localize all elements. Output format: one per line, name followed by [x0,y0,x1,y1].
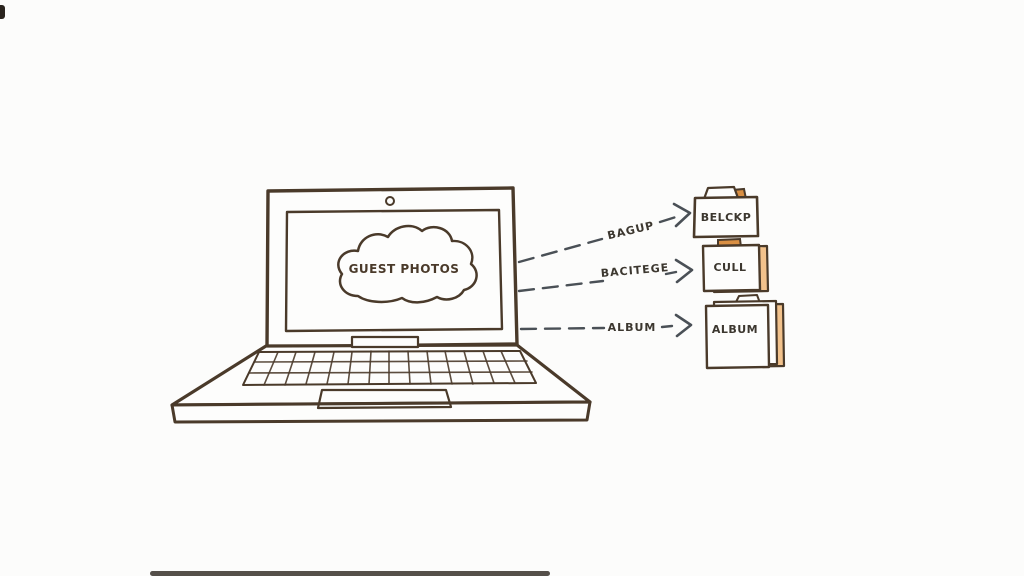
arrow-1-head-icon [672,202,692,228]
cloud-icon [337,224,478,304]
laptop-trackpad [316,388,453,410]
laptop-sketch: GUEST PHOTOS [170,186,592,424]
folder-backup-label: BELCKP [701,211,752,224]
arrow-2-line-end [664,270,678,276]
arrow-1-line [517,237,604,264]
arrow-flow-3: ALBUM [519,313,693,338]
arrow-3-line [519,326,606,331]
scan-artifact-bottom [150,571,550,576]
laptop-keyboard [242,350,537,386]
arrow-3-head-icon [674,313,693,338]
laptop-front-edge [170,400,592,424]
arrow-flow-1: BAGUP [517,202,692,264]
folder-cull: CULL [701,237,770,294]
arrow-1-label: BAGUP [606,219,656,242]
arrow-2-head-icon [674,258,694,284]
arrow-1-line-end [658,215,678,224]
laptop-hinge [350,335,420,349]
webcam-icon [385,196,395,206]
folder-backup: BELCKP [692,185,760,239]
scan-artifact-top-left [0,5,5,19]
laptop-base [170,343,592,407]
folder-album-label: ALBUM [712,323,758,336]
cloud-label: GUEST PHOTOS [349,262,460,276]
folder-album-front-sheet [704,303,771,370]
folder-album: ALBUM [704,294,786,370]
arrow-3-line-end [660,324,674,329]
arrow-flow-2: BACITEGE [517,258,694,293]
folder-cull-label: CULL [713,261,746,274]
folder-backup-body [692,195,760,239]
arrow-2-line [517,279,605,293]
folder-cull-front-sheet [701,243,762,293]
arrow-3-label: ALBUM [608,321,657,334]
arrow-2-label: BACITEGE [600,261,669,280]
